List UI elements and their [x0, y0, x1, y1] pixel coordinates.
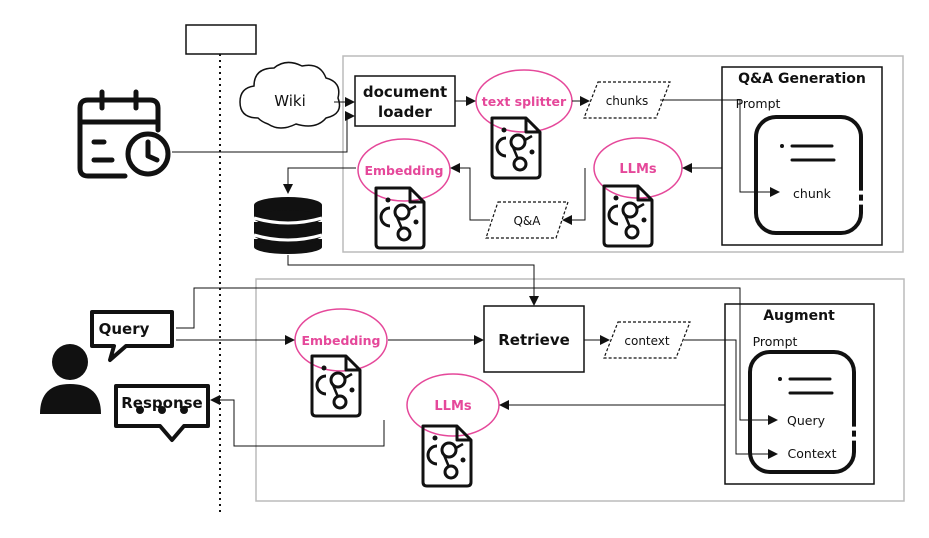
llms-label-retrieval: LLMs — [434, 399, 472, 414]
qa-generation-title: Q&A Generation — [738, 71, 866, 87]
augment-query-label: Query — [787, 413, 826, 428]
indexing-panel — [342, 55, 904, 253]
document-loader-label-1: document — [363, 83, 447, 101]
connectors — [172, 96, 780, 459]
arrow-context-to-augment — [684, 339, 778, 459]
chunks-label: chunks — [606, 94, 649, 108]
arrow-database-to-retrieve — [287, 255, 539, 306]
text-splitter-label: text splitter — [482, 94, 567, 109]
llms-label-indexing: LLMs — [619, 162, 657, 177]
document-loader-box — [354, 75, 456, 127]
qa-prompt-label: Prompt — [736, 96, 781, 111]
arrow-embedding-to-database — [283, 167, 356, 194]
speech-bubble-icon — [114, 384, 210, 442]
arrow-chunks-to-prompt — [660, 99, 780, 197]
response-bubble-label: Response — [121, 394, 202, 412]
qa-chunk-label: chunk — [793, 186, 832, 201]
qa-prompt-card — [754, 115, 863, 235]
retrieve-box — [483, 305, 585, 373]
embedding-label-retrieval: Embedding — [301, 333, 380, 348]
arrow-calendar-to-loader — [172, 111, 355, 153]
qa-prompt-dot — [780, 144, 784, 148]
arrow-llms-to-response — [210, 395, 385, 447]
chunks-node — [583, 81, 671, 119]
query-bubble-label: Query — [99, 320, 150, 338]
context-node — [603, 321, 691, 359]
header-box — [185, 24, 257, 55]
embedding-label-indexing: Embedding — [364, 163, 443, 178]
database-icon — [253, 197, 323, 254]
augment-title: Augment — [763, 308, 835, 324]
augment-prompt-card — [748, 350, 856, 474]
augment-prompt-dot — [778, 377, 782, 381]
qa-generation-box — [721, 66, 883, 246]
wiki-label: Wiki — [274, 92, 306, 110]
user-icon — [40, 344, 101, 414]
retrieval-panel — [255, 278, 905, 502]
augment-prompt-label: Prompt — [753, 334, 798, 349]
arrow-qa-to-embedding — [450, 163, 490, 221]
context-label: context — [624, 334, 670, 348]
calendar-clock-icon — [77, 89, 171, 179]
document-loader-label-2: loader — [378, 103, 432, 121]
qa-node — [485, 201, 569, 239]
retrieve-label: Retrieve — [498, 331, 570, 349]
augment-context-label: Context — [788, 446, 837, 461]
cloud-icon — [239, 61, 341, 129]
arrow-llms-to-qa — [562, 168, 586, 225]
qa-label: Q&A — [513, 214, 541, 228]
speech-bubble-icon — [90, 310, 174, 362]
arrow-query-to-augment — [176, 287, 778, 425]
